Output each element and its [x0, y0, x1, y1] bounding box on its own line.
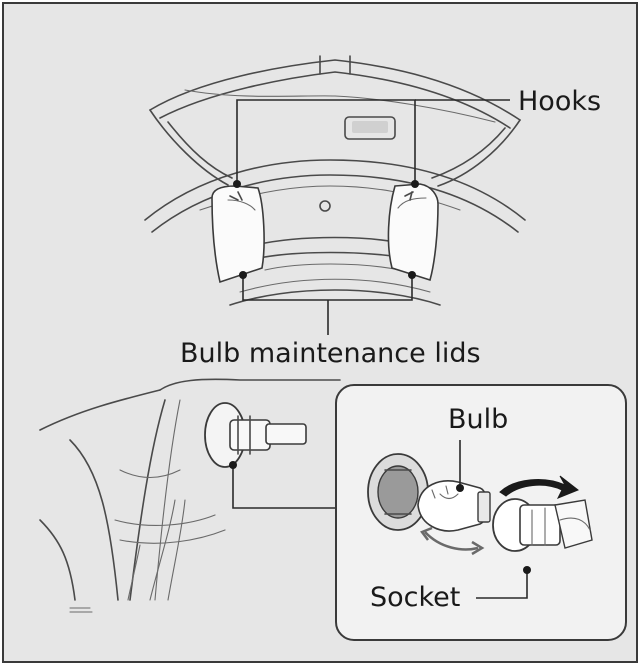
left-maintenance-lid [211, 185, 265, 284]
insert-arrow-icon [424, 531, 479, 551]
right-maintenance-lid [387, 183, 439, 282]
lids-callout: Bulb maintenance lids [180, 271, 481, 369]
lids-label: Bulb maintenance lids [180, 338, 481, 369]
bulb-label: Bulb [448, 404, 508, 435]
socket-graphic [492, 498, 593, 552]
trunk-interior-illustration [144, 55, 526, 306]
socket-label: Socket [370, 582, 460, 613]
bulb-detail-inset: Bulb Socket [335, 384, 627, 641]
bulb-graphic [417, 480, 491, 532]
hooks-label: Hooks [518, 86, 601, 117]
hooks-callout: Hooks [233, 86, 601, 188]
socket-location-illustration [39, 378, 341, 613]
rotate-arrow-icon [499, 475, 579, 499]
inset-connector [229, 461, 340, 509]
